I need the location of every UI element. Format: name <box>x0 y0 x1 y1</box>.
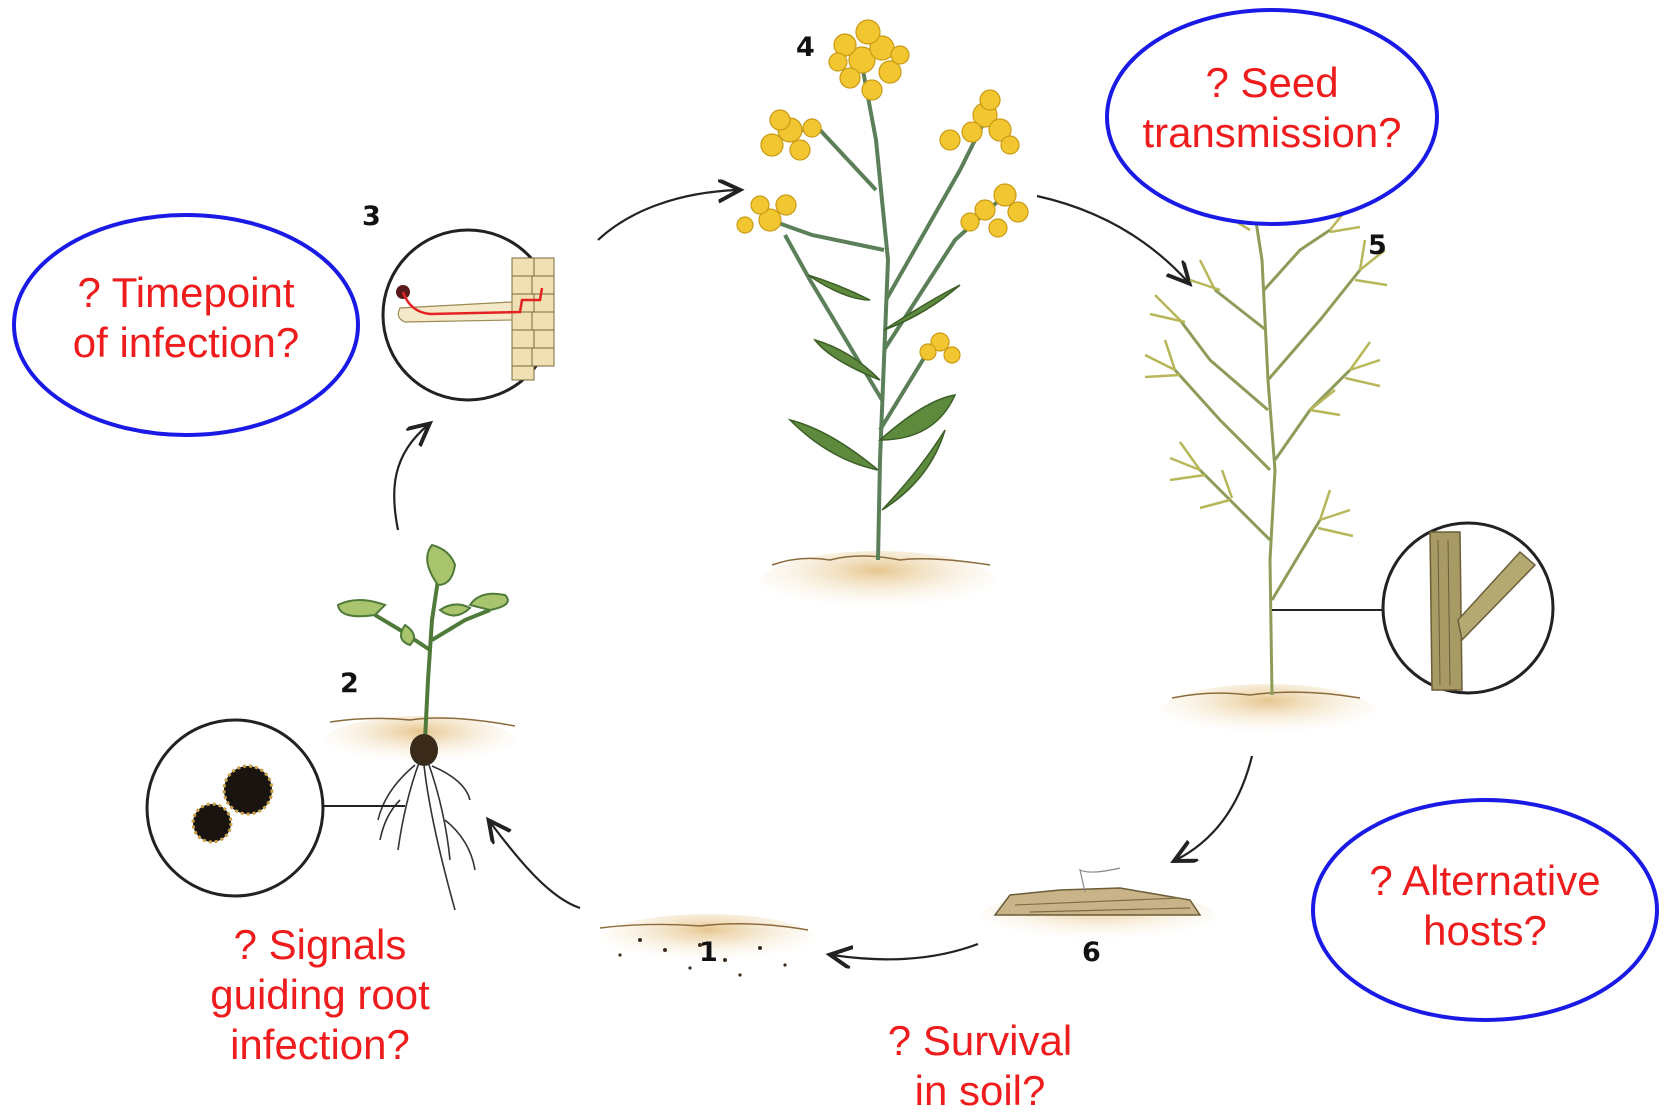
question-signals: ? Signals guiding root infection? <box>170 920 470 1070</box>
question-timepoint: ? Timepoint of infection? <box>36 268 336 368</box>
stage-number-1: 1 <box>699 937 718 968</box>
question-survival: ? Survival in soil? <box>840 1016 1120 1116</box>
flowering-plant <box>737 20 1028 615</box>
infected-seedling <box>147 545 515 910</box>
arrow-1-to-2 <box>490 822 580 908</box>
question-alternative-hosts: ? Alternative hosts? <box>1330 856 1640 956</box>
stage-number-5: 5 <box>1368 230 1387 261</box>
arrow-4-to-5 <box>1037 196 1188 282</box>
resting-spores-inset <box>147 720 323 896</box>
roots <box>378 760 475 910</box>
arrow-5-to-6 <box>1176 756 1252 860</box>
root-hair-infection-inset <box>383 230 554 400</box>
arrow-2-to-3 <box>394 425 428 530</box>
stem-lesion-inset <box>1383 523 1553 693</box>
crop-debris-stage <box>980 868 1216 946</box>
stage-number-4: 4 <box>796 32 815 63</box>
mature-plant-with-pods <box>1145 185 1553 740</box>
stage-number-6: 6 <box>1082 937 1101 968</box>
arrow-3-to-4 <box>598 190 738 240</box>
stage-number-3: 3 <box>362 201 381 232</box>
stage-number-2: 2 <box>340 668 359 699</box>
question-seed-transmission: ? Seed transmission? <box>1112 58 1432 158</box>
arrow-6-to-1 <box>832 944 978 959</box>
